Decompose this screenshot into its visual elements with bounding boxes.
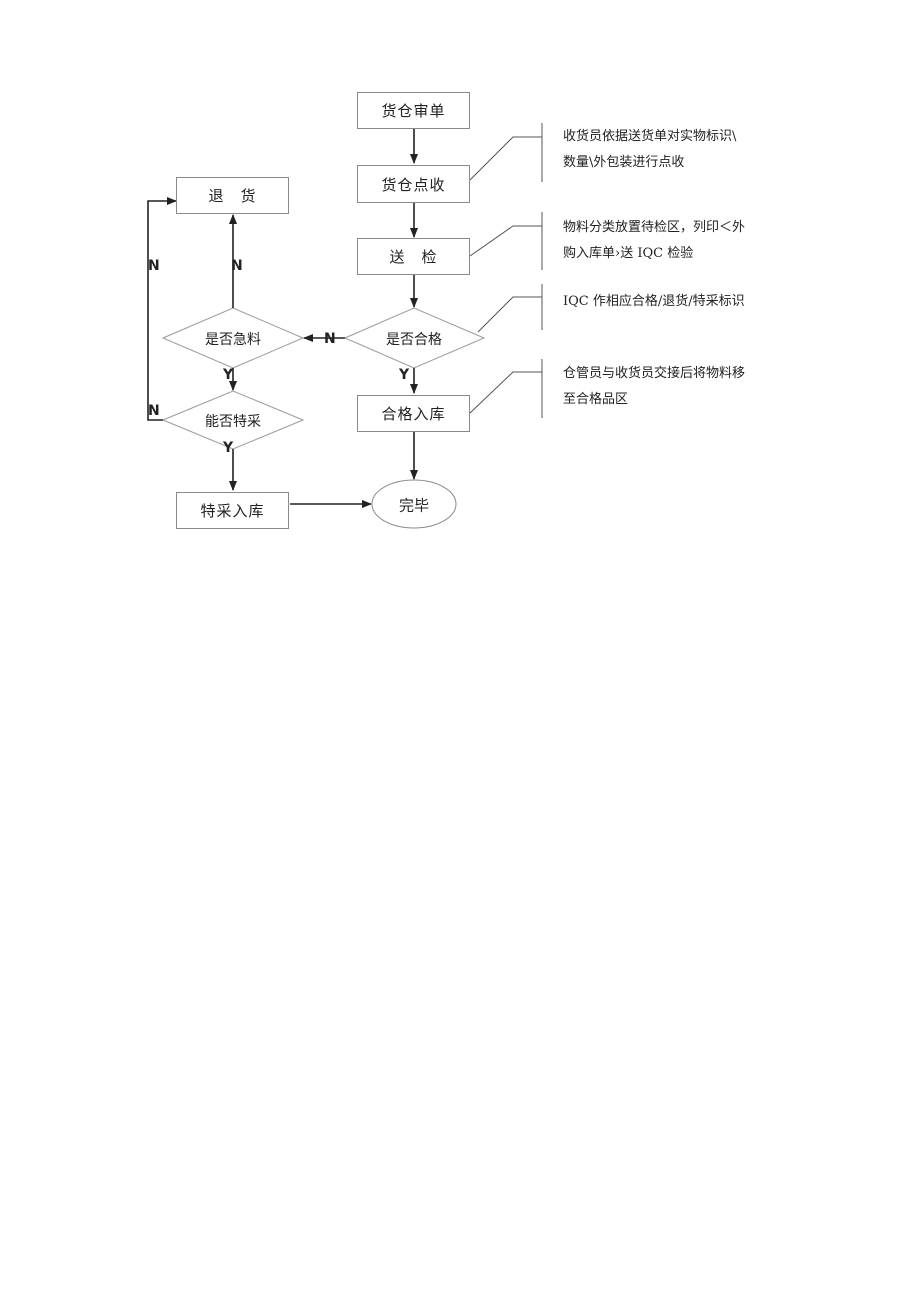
edge-label-special-yes: Y: [223, 440, 234, 456]
note-qualified-line-1: IQC 作相应合格/退货/特采标识: [563, 294, 745, 309]
callout-count: [469, 136, 542, 181]
edge-label-special-no: N: [148, 403, 160, 419]
node-count: 货仓点收: [357, 165, 470, 203]
node-return: 退 货: [176, 177, 289, 214]
note-qualified: IQC 作相应合格/退货/特采标识: [563, 289, 745, 315]
note-inspect: 物料分类放置待检区，列印＜外 购入库单›送 IQC 检验: [563, 215, 745, 267]
node-store: 合格入库: [357, 395, 470, 432]
callout-store: [469, 371, 542, 414]
callout-inspect: [469, 225, 542, 257]
qualified-diamond: [343, 307, 486, 369]
note-store-line-2: 至合格品区: [563, 392, 629, 407]
edge-label-qualified-no: N: [324, 331, 336, 347]
done-ellipse: [371, 479, 457, 529]
node-urgent-label: 是否急料: [205, 332, 261, 348]
node-special-label: 能否特采: [205, 414, 261, 430]
node-inspect: 送 检: [357, 238, 470, 275]
note-count-line-1: 收货员依据送货单对实物标识\: [563, 129, 737, 144]
edge-label-special-no-left: N: [148, 258, 160, 274]
note-count-line-2: 数量\外包装进行点收: [563, 155, 685, 170]
edge-label-urgent-no: N: [231, 258, 243, 274]
edge-label-urgent-yes: Y: [223, 367, 234, 383]
note-inspect-line-1: 物料分类放置待检区，列印＜外: [563, 220, 746, 235]
note-store-line-1: 仓管员与收货员交接后将物料移: [563, 366, 746, 381]
callout-qualified: [477, 296, 542, 333]
note-count: 收货员依据送货单对实物标识\ 数量\外包装进行点收: [563, 124, 736, 176]
node-done-label: 完毕: [398, 496, 430, 515]
node-special-store: 特采入库: [176, 492, 289, 529]
note-inspect-line-2: 购入库单›送 IQC 检验: [563, 246, 694, 261]
note-store: 仓管员与收货员交接后将物料移 至合格品区: [563, 361, 745, 413]
node-qualified-label: 是否合格: [386, 332, 442, 348]
special-diamond: [161, 390, 305, 450]
node-review: 货仓审单: [357, 92, 470, 129]
arrow-special-to-return: [147, 197, 177, 421]
edge-label-qualified-yes: Y: [399, 367, 410, 383]
